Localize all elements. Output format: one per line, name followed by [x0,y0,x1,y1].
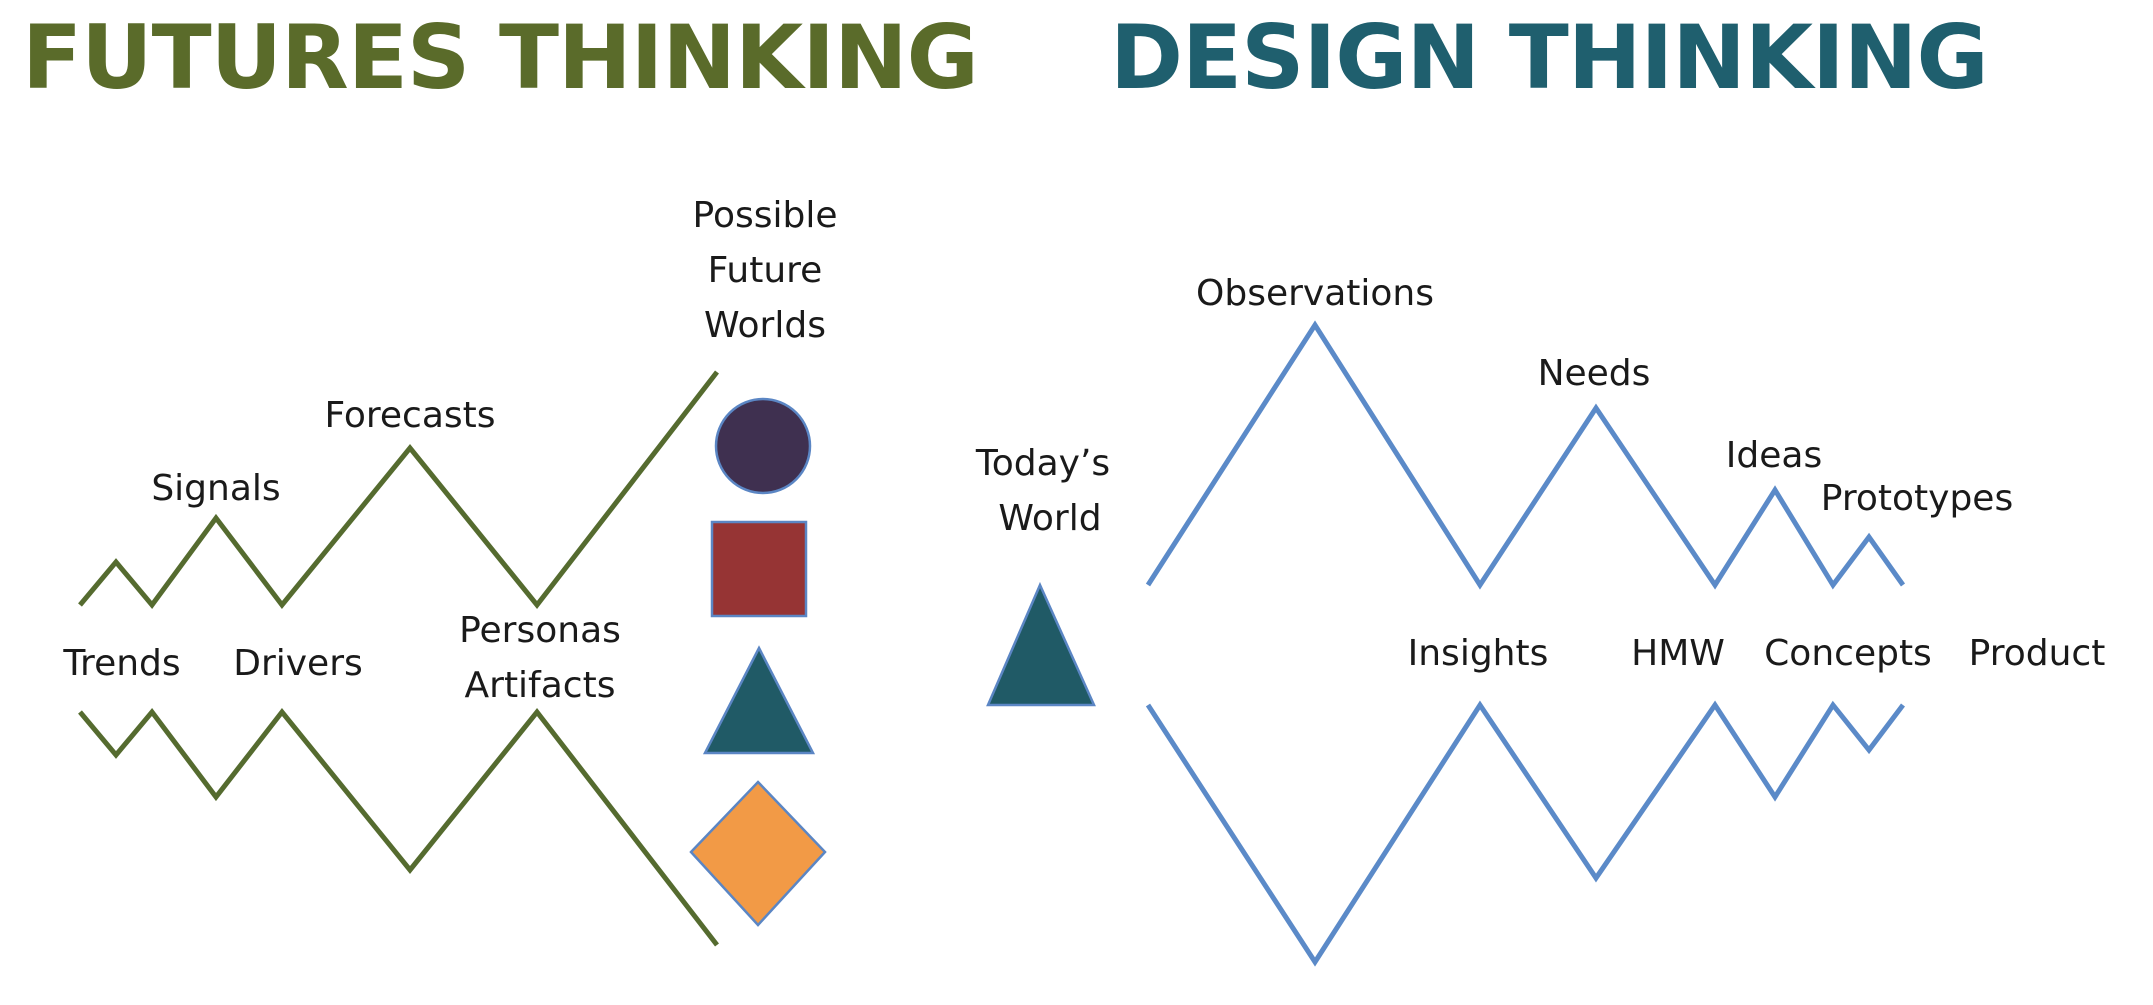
personas-artifacts-label-line1: Personas [459,610,621,651]
forecasts-label: Forecasts [324,395,495,436]
concepts-label: Concepts [1764,633,1932,674]
drivers-label: Drivers [233,643,363,684]
diamond-shape [689,780,827,927]
square-shape [710,520,808,618]
design-thinking-title: DESIGN THINKING [1110,6,1989,109]
possible-future-worlds-label-line1: Possible [693,195,838,236]
insights-label: Insights [1408,633,1549,674]
design-upper-zigzag [1145,320,1906,590]
signals-label: Signals [151,468,280,509]
triangle-shape [702,645,816,755]
futures-upper-zigzag [78,370,719,610]
todays-world-label-line1: Today’s [975,443,1110,484]
todays-world-triangle [986,581,1096,707]
circle-shape [714,397,812,495]
futures-thinking-title: FUTURES THINKING [22,6,979,109]
personas-artifacts-label-line2: Artifacts [465,665,616,706]
trends-label: Trends [62,643,180,684]
product-label: Product [1969,633,2106,674]
ideas-label: Ideas [1726,435,1822,476]
futures-lower-zigzag [78,707,719,947]
needs-label: Needs [1538,353,1651,394]
possible-future-worlds-label-line3: Worlds [704,305,826,346]
todays-world-label-line2: World [998,498,1101,539]
hmw-label: HMW [1631,633,1725,674]
prototypes-label: Prototypes [1821,478,2013,519]
observations-label: Observations [1196,273,1434,314]
design-lower-zigzag [1145,700,1905,967]
possible-future-worlds-label-line2: Future [708,250,823,291]
